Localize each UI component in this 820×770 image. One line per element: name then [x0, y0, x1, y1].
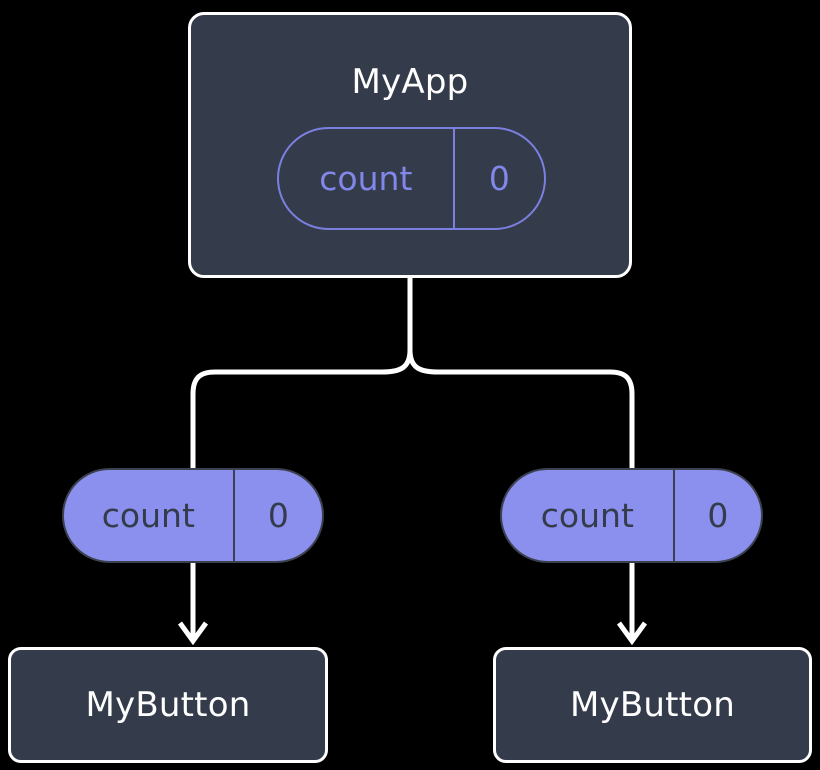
page-title: MyApp: [351, 62, 469, 102]
arrow-down-icon-right: [616, 621, 648, 646]
connector-fork-right: [407, 349, 635, 468]
child-component-title-left: MyButton: [85, 685, 251, 725]
state-pill-right-key: count: [540, 496, 634, 535]
root-state-pill-value: 0: [452, 129, 544, 228]
child-component-card-left[interactable]: MyButton: [8, 647, 328, 763]
connector-fork-left: [190, 349, 413, 468]
state-pill-left[interactable]: count 0: [62, 468, 324, 563]
state-pill-left-key: count: [101, 496, 195, 535]
root-state-pill-key: count: [319, 159, 413, 198]
state-pill-right-value: 0: [672, 470, 761, 561]
state-pill-right[interactable]: count 0: [500, 468, 763, 563]
child-component-title-right: MyButton: [570, 685, 735, 725]
state-pill-left-value: 0: [232, 470, 322, 561]
child-component-card-right[interactable]: MyButton: [493, 647, 812, 763]
arrow-down-icon-left: [177, 621, 209, 646]
root-state-pill[interactable]: count 0: [277, 127, 546, 230]
